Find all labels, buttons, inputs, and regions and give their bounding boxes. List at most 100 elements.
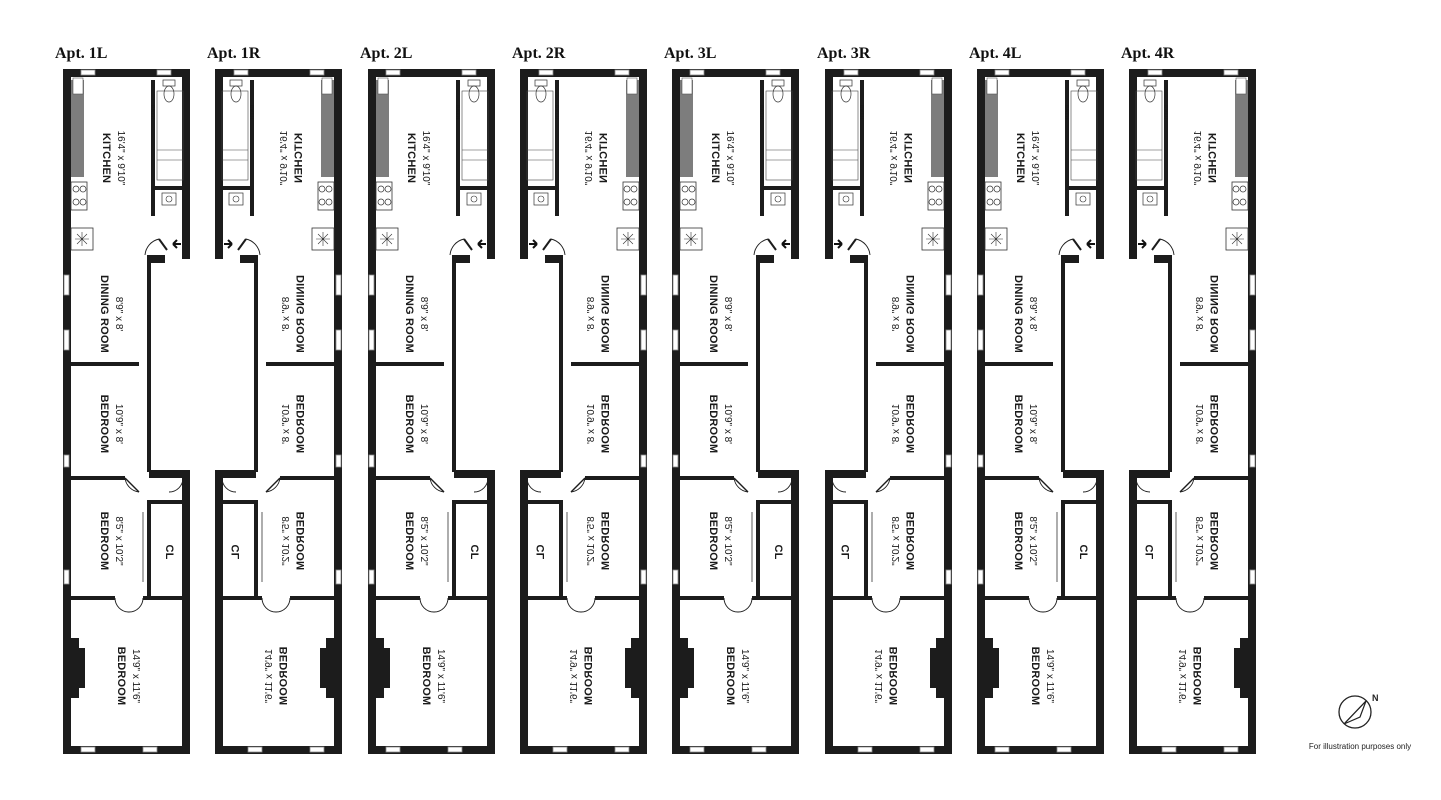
bath-label: BATH — [758, 105, 764, 120]
bedroom-dimensions: 8'5" x 10'2" — [113, 516, 124, 566]
fireplace-icon — [680, 638, 694, 698]
compass-icon: N — [1336, 691, 1380, 738]
fireplace-icon — [1234, 638, 1248, 698]
bathtub — [461, 90, 489, 181]
window — [994, 746, 1010, 753]
kitchen-counter — [1235, 80, 1248, 177]
window — [672, 274, 679, 296]
door-swing — [144, 238, 160, 256]
exterior-wall-jog — [215, 470, 256, 478]
closet-label: CL — [1144, 544, 1156, 559]
window — [233, 69, 249, 76]
bath-label: BATH — [250, 105, 256, 120]
refrigerator-icon — [679, 227, 703, 251]
stove-icon — [70, 181, 88, 211]
bedroom-label: BEDROOM — [295, 512, 307, 571]
interior-wall-hall — [559, 262, 563, 472]
door-swing — [433, 597, 449, 613]
exterior-wall-right — [1096, 69, 1104, 219]
bedroom-dimensions: 14'9" x 11'6" — [874, 649, 885, 704]
toilet-icon — [1143, 79, 1157, 103]
closet-wall — [756, 500, 796, 504]
bedroom-label: BEDROOM — [1029, 647, 1041, 706]
window — [80, 69, 96, 76]
exterior-wall-top — [977, 69, 1104, 77]
bathtub — [1135, 90, 1163, 181]
kitchen-window-unit — [1235, 77, 1247, 95]
dining-room-dimensions: 8'9" x 8' — [891, 297, 902, 332]
interior-wall — [368, 476, 430, 480]
kitchen-dimensions: 16'4" x 9'10" — [724, 131, 735, 186]
window — [977, 569, 984, 585]
bathtub — [831, 90, 859, 181]
exterior-wall-bottom — [368, 746, 495, 754]
interior-wall — [368, 596, 420, 600]
bedroom-label: BEDROOM — [905, 395, 917, 454]
window — [977, 274, 984, 296]
apartment-title: Apt. 1L — [55, 45, 107, 62]
exterior-wall-right — [1096, 219, 1104, 259]
closet-wall — [452, 500, 492, 504]
interior-wall — [1057, 596, 1104, 600]
door-swing — [1028, 597, 1044, 613]
interior-wall — [71, 362, 139, 366]
sink-icon — [228, 192, 244, 206]
interior-wall — [215, 219, 222, 229]
exterior-wall-right — [791, 470, 799, 754]
interior-wall-hall — [147, 255, 165, 263]
bedroom-dimensions: 8'5" x 10'2" — [891, 516, 902, 566]
interior-wall-hall — [452, 255, 470, 263]
apartment-title: Apt. 2R — [512, 45, 566, 62]
window — [1223, 69, 1239, 76]
kitchen-label: KITCHEN — [293, 133, 305, 183]
interior-wall-hall — [1061, 262, 1065, 472]
bedroom-dimensions: 8'5" x 10'2" — [1027, 516, 1038, 566]
exterior-wall-left — [639, 262, 647, 472]
dining-room-dimensions: 8'9" x 8' — [1195, 297, 1206, 332]
exterior-wall-left — [672, 470, 680, 754]
stove-icon — [622, 181, 640, 211]
window — [919, 746, 935, 753]
closet-label: CL — [772, 544, 784, 559]
kitchen-counter — [321, 80, 334, 177]
interior-wall — [1180, 362, 1248, 366]
window — [672, 569, 679, 585]
exterior-wall-left — [368, 262, 376, 472]
refrigerator-icon — [1225, 227, 1249, 251]
interior-wall — [215, 596, 262, 600]
exterior-wall-left — [368, 470, 376, 754]
exterior-wall-jog — [149, 470, 190, 478]
bedroom-label: BEDROOM — [888, 647, 900, 706]
dining-room-label: DINING ROOM — [295, 275, 307, 353]
interior-wall — [280, 476, 342, 480]
kitchen-window-unit — [626, 77, 638, 95]
kitchen-label: KITCHEN — [405, 133, 417, 183]
apartment-title: Apt. 1R — [207, 45, 261, 62]
bedroom-dimensions: 14'9" x 11'6" — [1044, 649, 1055, 704]
door-swing — [128, 597, 144, 613]
interior-wall — [520, 596, 567, 600]
sink-icon — [1142, 192, 1158, 206]
closet-wall — [1168, 500, 1172, 596]
closet-wall — [523, 500, 563, 504]
door-swing — [723, 597, 739, 613]
exterior-wall-jog — [825, 470, 866, 478]
exterior-wall-right — [487, 470, 495, 754]
bedroom-label: BEDROOM — [295, 395, 307, 454]
bedroom-label: BEDROOM — [724, 647, 736, 706]
bathtub — [221, 90, 249, 181]
exterior-wall-right — [1129, 219, 1137, 259]
interior-wall-hall — [240, 255, 258, 263]
window — [640, 329, 647, 351]
bath-wall — [456, 186, 493, 190]
door-swing — [855, 238, 871, 256]
interior-wall — [825, 219, 832, 229]
door-swing — [245, 238, 261, 256]
interior-wall — [520, 219, 527, 229]
bedroom-dimensions: 14'9" x 11'6" — [569, 649, 580, 704]
kitchen-window-unit — [377, 77, 389, 95]
interior-wall — [985, 362, 1053, 366]
bedroom-dimensions: 14'9" x 11'6" — [264, 649, 275, 704]
exterior-wall-right — [182, 470, 190, 754]
